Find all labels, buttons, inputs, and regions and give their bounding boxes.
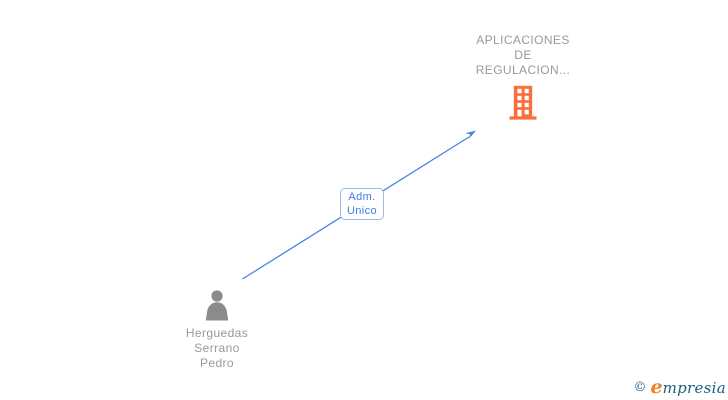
edge-role-label[interactable]: Adm. Unico xyxy=(340,188,384,220)
edge-role-label-line-2: Unico xyxy=(346,205,378,217)
company-label-line-2: DE xyxy=(514,48,532,62)
brand-initial: e xyxy=(650,376,663,398)
company-node[interactable] xyxy=(508,84,538,120)
person-node[interactable] xyxy=(202,289,232,321)
person-label-line-3: Pedro xyxy=(199,356,235,370)
person-icon xyxy=(205,290,229,321)
copyright-icon: © xyxy=(633,380,647,395)
person-label-line-1: Herguedas xyxy=(185,326,249,340)
edge-role-label-line-1: Adm. xyxy=(348,191,376,203)
company-node-label: APLICACIONES DE REGULACION... xyxy=(423,33,623,78)
brand-name: mpresia xyxy=(662,379,726,397)
building-icon xyxy=(509,85,537,120)
company-label-line-3: REGULACION... xyxy=(475,63,571,77)
person-label-line-2: Serrano xyxy=(194,341,240,355)
empresia-watermark-logo[interactable]: ©empresia xyxy=(633,376,726,398)
person-node-label: Herguedas Serrano Pedro xyxy=(117,326,317,371)
edge-arrowhead-icon xyxy=(465,130,476,139)
company-label-line-1: APLICACIONES xyxy=(476,33,570,47)
